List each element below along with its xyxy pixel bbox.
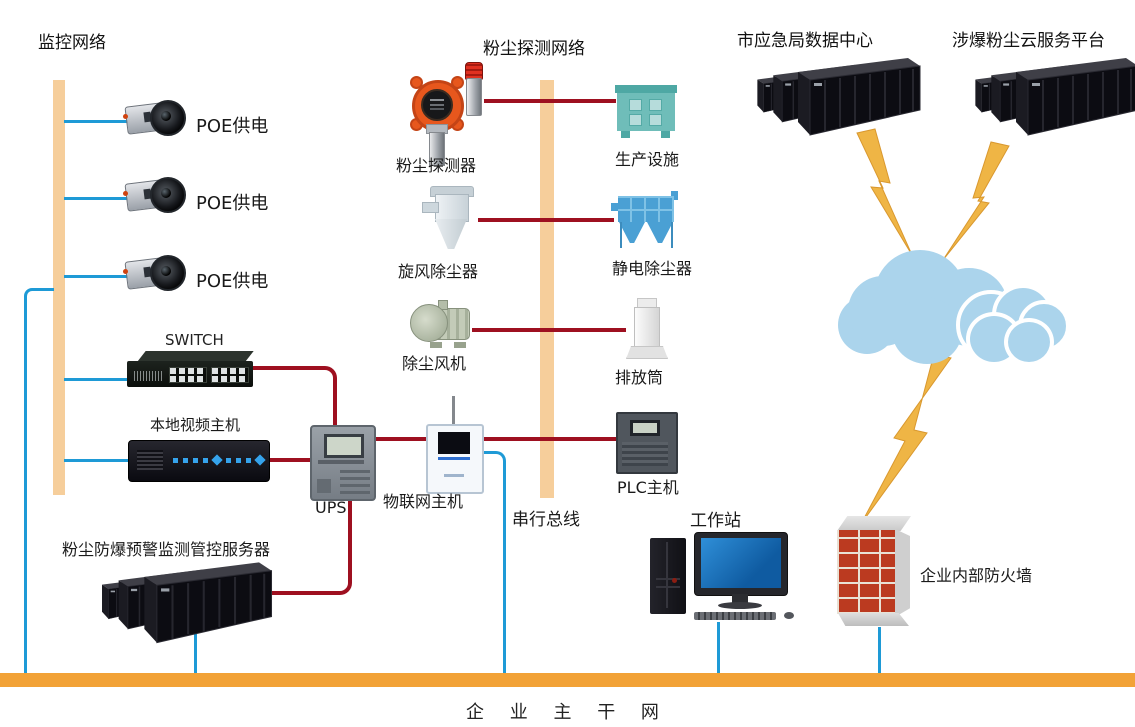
- line-bus-dvr: [64, 459, 128, 462]
- workstation: [646, 528, 794, 622]
- mouse-icon: [784, 612, 794, 619]
- dust-fan-label: 除尘风机: [402, 354, 467, 373]
- line-switch-ups: [251, 366, 337, 426]
- internet-cloud: [838, 246, 1070, 370]
- plc-host: [616, 412, 678, 474]
- ups-label: UPS: [315, 498, 347, 517]
- dust-detector-label: 粉尘探测器: [396, 156, 477, 175]
- brick-wall-icon: [837, 530, 895, 614]
- lightning-right-platform-cloud: [942, 141, 1010, 261]
- city-datacenter-servers: [748, 50, 926, 145]
- title-monitoring-network: 监控网络: [38, 33, 106, 53]
- iot-host-label: 物联网主机: [383, 492, 464, 511]
- line-workstation-backbone: [717, 622, 720, 673]
- line-dvr-ups: [266, 458, 310, 462]
- camera-lens-icon: [150, 255, 186, 291]
- production-facility-label: 生产设施: [615, 150, 680, 169]
- line-cyclone-esp: [478, 218, 614, 222]
- antenna-icon: [452, 396, 455, 426]
- line-iot-backbone: [482, 451, 506, 673]
- dust-server-label: 粉尘防爆预警监测管控服务器: [62, 540, 271, 559]
- poe-camera-1: [123, 96, 190, 144]
- network-switch: [127, 349, 254, 389]
- line-firewall-backbone: [878, 627, 881, 673]
- title-explosive-dust-cloud-platform: 涉爆粉尘云服务平台: [952, 31, 1105, 51]
- plc-host-label: PLC主机: [617, 478, 679, 497]
- cloud-platform-servers: [966, 50, 1135, 145]
- line-iot-plc: [484, 437, 616, 441]
- enterprise-backbone-bar: [0, 673, 1135, 687]
- line-detector-production: [484, 99, 616, 103]
- dust-fan: [410, 298, 476, 348]
- ups-device: [310, 425, 376, 501]
- line-bus-backbone: [24, 288, 54, 673]
- line-bus-camera3: [64, 275, 128, 278]
- title-dust-detection-network: 粉尘探测网络: [483, 39, 585, 59]
- monitor-icon: [694, 532, 788, 596]
- lightning-cloud-firewall: [860, 353, 952, 525]
- esp-label: 静电除尘器: [612, 259, 693, 278]
- pc-tower-icon: [650, 538, 686, 614]
- line-bus-switch: [64, 378, 127, 381]
- camera-lens-icon: [150, 100, 186, 136]
- poe-camera-3: [123, 251, 190, 299]
- dust-monitoring-server: [92, 554, 278, 653]
- iot-host: [424, 396, 484, 494]
- switch-label: SWITCH: [165, 331, 224, 349]
- local-video-host-label: 本地视频主机: [150, 416, 241, 434]
- exhaust-stack-label: 排放筒: [615, 368, 664, 387]
- workstation-label: 工作站: [690, 511, 741, 531]
- line-bus-camera1: [64, 120, 128, 123]
- internal-firewall: [833, 514, 915, 628]
- keyboard-icon: [694, 612, 776, 620]
- line-fan-stack: [472, 328, 626, 332]
- enterprise-backbone-label: 企 业 主 干 网: [466, 702, 669, 723]
- camera-lens-icon: [150, 177, 186, 213]
- exhaust-stack: [624, 298, 670, 362]
- dust-detector: [410, 62, 490, 166]
- production-facility: [615, 85, 679, 143]
- local-video-host: [128, 440, 270, 482]
- cyclone-label: 旋风除尘器: [398, 262, 479, 281]
- line-ups-iot: [372, 437, 426, 441]
- line-ups-server: [266, 497, 352, 595]
- monitoring-network-bus: [53, 80, 65, 495]
- poe-label-3: POE供电: [196, 271, 269, 292]
- internal-firewall-label: 企业内部防火墙: [920, 566, 1033, 585]
- line-bus-camera2: [64, 197, 128, 200]
- title-city-emergency-datacenter: 市应急局数据中心: [737, 31, 873, 51]
- cyclone-dust-collector: [422, 186, 482, 252]
- lightning-left-datacenter-cloud: [856, 128, 913, 256]
- serial-bus-label: 串行总线: [512, 510, 580, 530]
- line-server-backbone: [194, 634, 197, 673]
- poe-label-2: POE供电: [196, 193, 269, 214]
- serial-bus-bar: [540, 80, 554, 498]
- electrostatic-precipitator: [611, 191, 681, 251]
- poe-label-1: POE供电: [196, 116, 269, 137]
- poe-camera-2: [123, 173, 190, 221]
- detector-gauge-icon: [421, 89, 453, 121]
